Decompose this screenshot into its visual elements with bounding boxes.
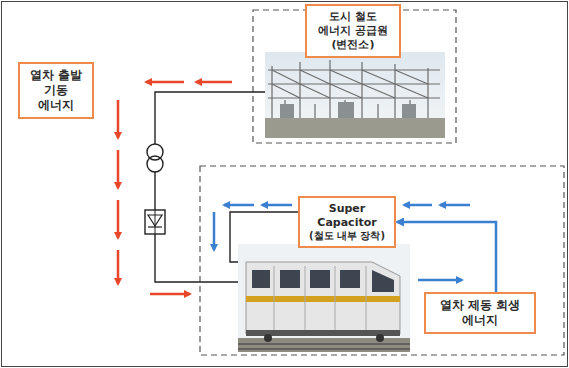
substation-label-box: 도시 철도 에너지 공급원 (변전소): [305, 4, 401, 58]
dashed-region: [200, 166, 564, 355]
train-illustration: [238, 244, 410, 352]
diode-symbol: [148, 210, 162, 234]
start-energy-arrow: [118, 82, 232, 294]
energy-connector: [397, 222, 496, 292]
substation-photo: [265, 52, 445, 138]
supercapacitor-box: Super Capacitor(철도 내부 장착): [298, 196, 396, 248]
node-text: (철도 내부 장착): [309, 230, 385, 243]
regen-energy-box: 열차 제동 회생 에너지: [424, 292, 536, 334]
dashed-region: [253, 10, 456, 143]
node-text: 열차 출발 기동 에너지: [24, 68, 88, 113]
node-text: Super Capacitor: [304, 202, 390, 230]
start-energy-box: 열차 출발 기동 에너지: [18, 62, 94, 119]
node-text: 열차 제동 회생 에너지: [430, 298, 530, 328]
node-text: 도시 철도 에너지 공급원 (변전소): [311, 10, 395, 51]
